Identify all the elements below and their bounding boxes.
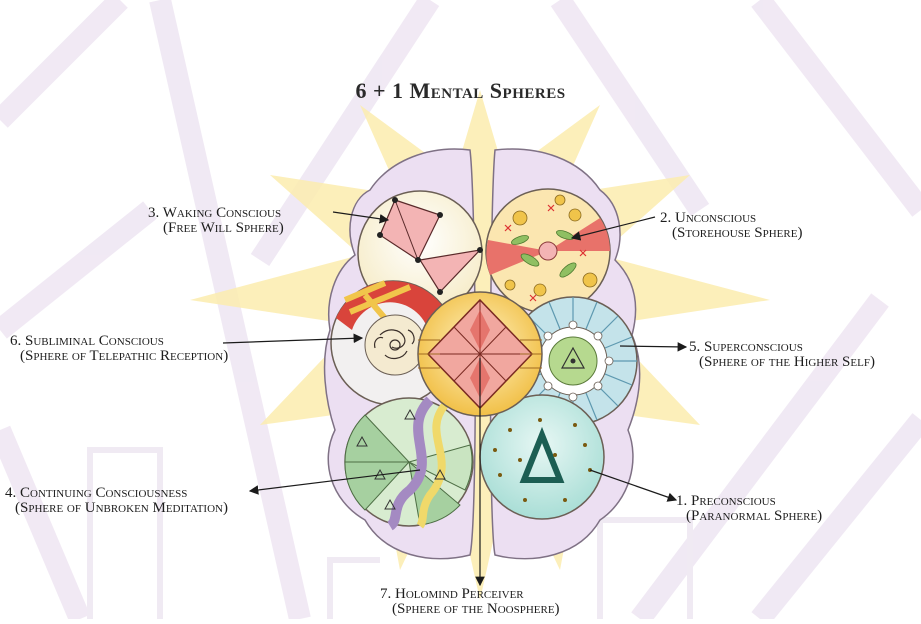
label-sphere-5-sub: (Sphere of the Higher Self) bbox=[689, 355, 875, 370]
label-sphere-7-sub: (Sphere of the Noosphere) bbox=[380, 602, 560, 617]
label-sphere-4: 4. Continuing Consciousness (Sphere of U… bbox=[5, 486, 228, 516]
label-sphere-2: 2. Unconscious (Storehouse Sphere) bbox=[660, 211, 802, 241]
label-sphere-3: 3. Waking Conscious (Free Will Sphere) bbox=[148, 206, 284, 236]
label-sphere-3-name: 3. Waking Conscious bbox=[148, 206, 284, 221]
label-sphere-7: 7. Holomind Perceiver (Sphere of the Noo… bbox=[380, 587, 560, 617]
label-sphere-7-name: 7. Holomind Perceiver bbox=[380, 587, 560, 602]
label-sphere-6-sub: (Sphere of Telepathic Reception) bbox=[10, 349, 228, 364]
label-sphere-3-sub: (Free Will Sphere) bbox=[148, 221, 284, 236]
label-sphere-2-name: 2. Unconscious bbox=[660, 211, 802, 226]
label-sphere-4-sub: (Sphere of Unbroken Meditation) bbox=[5, 501, 228, 516]
label-sphere-6: 6. Subliminal Conscious (Sphere of Telep… bbox=[10, 334, 228, 364]
diagram-title: 6 + 1 Mental Spheres bbox=[0, 78, 921, 104]
sphere-4-continuing bbox=[345, 398, 473, 526]
label-sphere-4-name: 4. Continuing Consciousness bbox=[5, 486, 228, 501]
label-sphere-5-name: 5. Superconscious bbox=[689, 340, 875, 355]
label-sphere-1: 1. Preconscious (Paranormal Sphere) bbox=[676, 494, 822, 524]
sphere-2-unconscious bbox=[486, 189, 610, 313]
label-sphere-1-name: 1. Preconscious bbox=[676, 494, 822, 509]
label-sphere-2-sub: (Storehouse Sphere) bbox=[660, 226, 802, 241]
label-sphere-1-sub: (Paranormal Sphere) bbox=[676, 509, 822, 524]
label-sphere-5: 5. Superconscious (Sphere of the Higher … bbox=[689, 340, 875, 370]
label-sphere-6-name: 6. Subliminal Conscious bbox=[10, 334, 228, 349]
